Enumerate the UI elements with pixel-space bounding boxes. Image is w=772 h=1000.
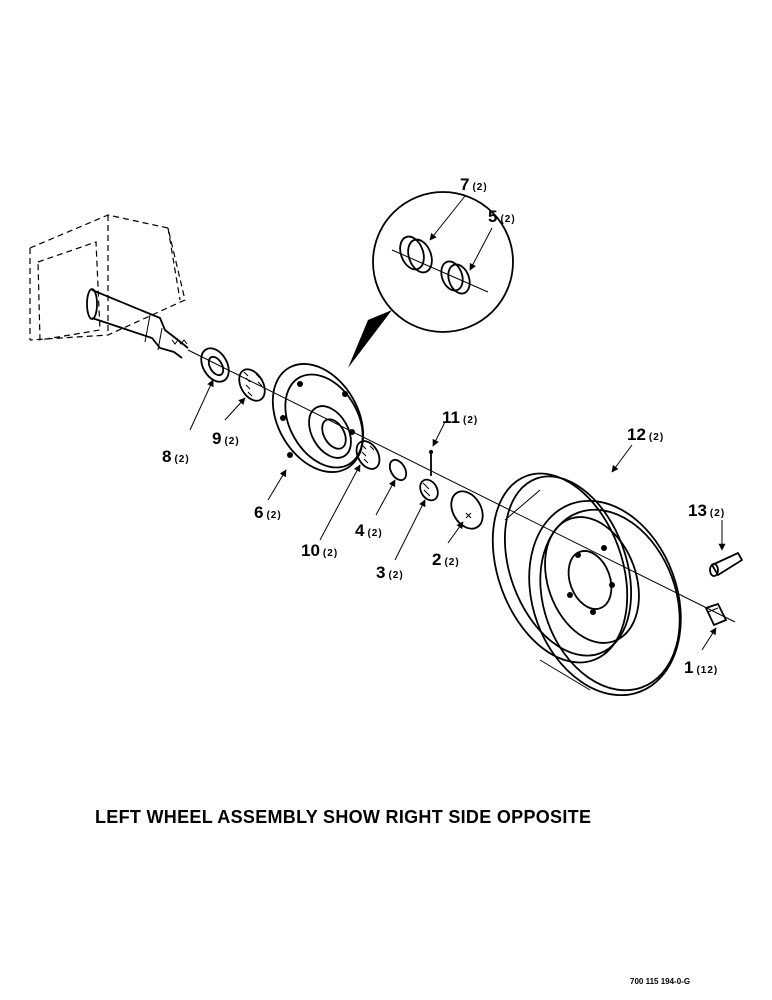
callout-5: 5(2): [488, 207, 516, 226]
detail-magnifier: [348, 191, 514, 368]
part-3-nut: [419, 478, 439, 502]
part-10-bearing: [355, 440, 381, 470]
part-11-pin: [429, 450, 433, 476]
callout-6: 6(2): [254, 503, 282, 522]
leader-arrows: [189, 195, 726, 651]
callout-1: 1(12): [684, 658, 718, 677]
part-6-hub: [271, 363, 365, 473]
part-7-cup: [399, 235, 433, 274]
axle-housing: [29, 214, 186, 341]
callout-13: 13(2): [688, 501, 725, 520]
callout-8: 8(2): [162, 447, 190, 466]
part-8-seal: [200, 347, 230, 383]
callout-9: 9(2): [212, 429, 240, 448]
spindle: [86, 288, 189, 359]
part-13-valve-stem: [709, 551, 744, 577]
callout-3: 3(2): [376, 563, 404, 582]
part-1-wheel-bolt: [704, 602, 728, 627]
callout-11: 11(2): [442, 408, 478, 427]
part-2-dust-cap: [450, 490, 484, 530]
part-12-wheel: [491, 472, 682, 697]
callout-12: 12(2): [627, 425, 664, 444]
callout-labels: 7(2) 5(2) 11(2) 12(2) 9(2) 8(2) 6(2) 13(…: [162, 175, 725, 677]
drawing-code: 700 115 194-0-G: [630, 977, 690, 986]
part-4-washer: [388, 458, 408, 482]
callout-10: 10(2): [301, 541, 338, 560]
part-5-cup: [440, 260, 471, 295]
part-9-bearing: [238, 368, 266, 402]
assembly-axis: [187, 349, 736, 623]
figure-caption: LEFT WHEEL ASSEMBLY SHOW RIGHT SIDE OPPO…: [95, 807, 591, 827]
callout-7: 7(2): [460, 175, 488, 194]
callout-4: 4(2): [355, 521, 383, 540]
callout-2: 2(2): [432, 550, 460, 569]
